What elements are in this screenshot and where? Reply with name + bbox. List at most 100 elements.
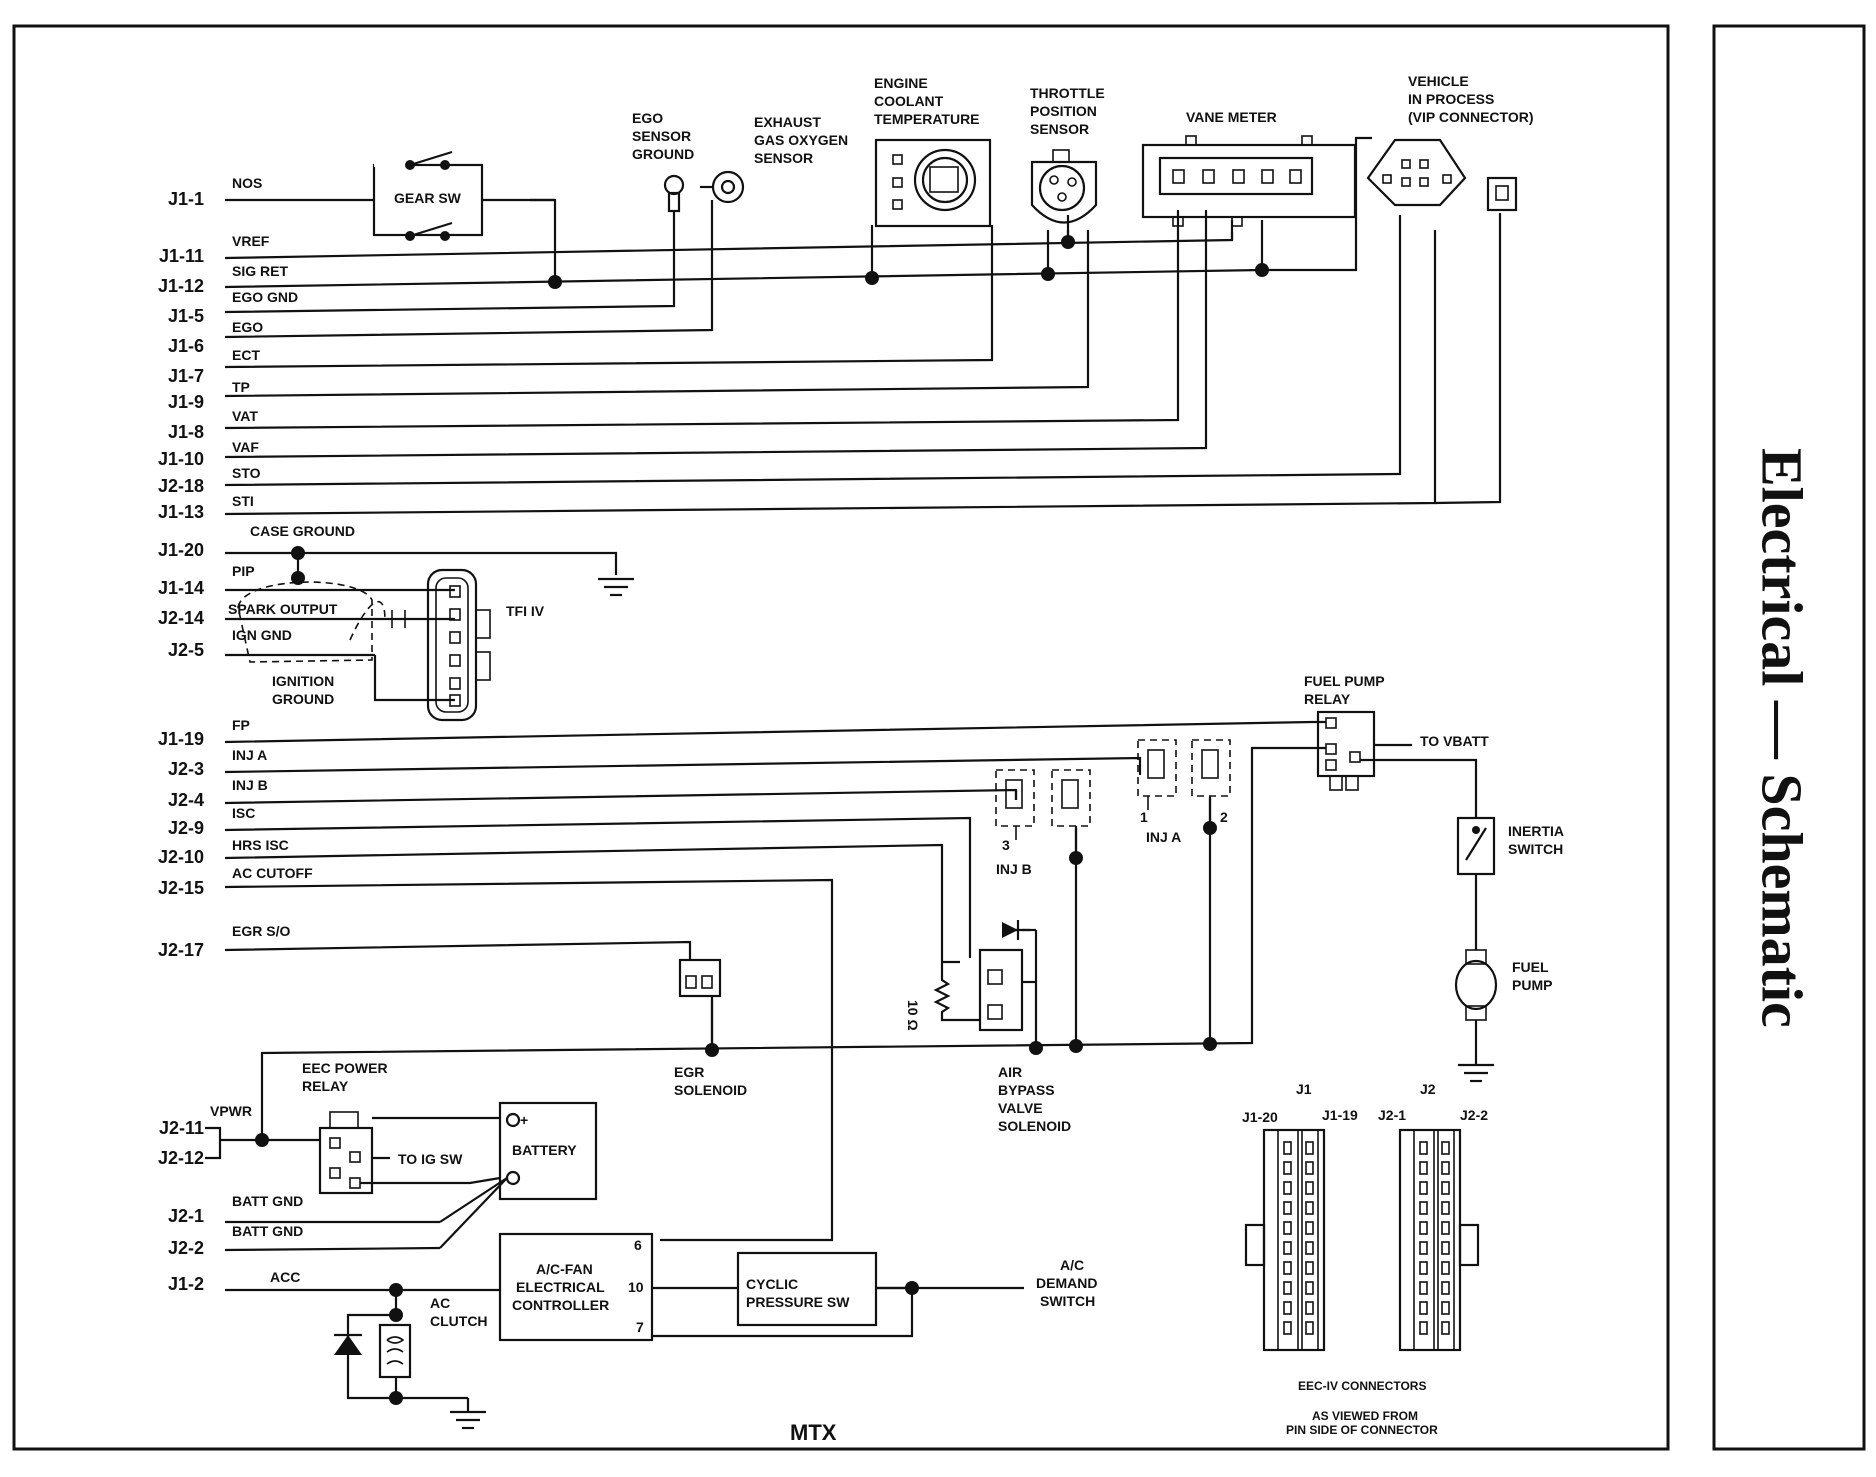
eec-connectors-label: EEC-IV CONNECTORS (1298, 1379, 1426, 1393)
inertia-switch (1456, 816, 1496, 950)
component-labels: GEAR SW EGO SENSOR GROUND EXHAUST GAS OX… (272, 73, 1564, 1445)
to-ig-sw-label: TO IG SW (398, 1151, 463, 1167)
egr-solenoid-label-2: SOLENOID (674, 1082, 747, 1098)
connector-pin (1441, 1221, 1450, 1235)
air-bypass-valve-solenoid (933, 920, 1038, 1032)
pin-label-j2-9: J2-9 (168, 818, 204, 838)
signal-label-j1-10: VAF (232, 439, 259, 455)
resistor-label: 10 Ω (905, 1000, 921, 1031)
pin-label-j2-4: J2-4 (168, 790, 204, 810)
signal-label-j1-11: VREF (232, 233, 270, 249)
exhaust-sensor-label-1: EXHAUST (754, 114, 821, 130)
connector-j1-19-label: J1-19 (1322, 1107, 1358, 1123)
side-title-text: Electrical — Schematic (1749, 448, 1815, 1028)
pin-label-j1-14: J1-14 (158, 578, 204, 598)
signal-label-j1-6: EGO (232, 319, 263, 335)
connector-pin (1441, 1201, 1450, 1215)
signal-label-j2-9: ISC (232, 805, 255, 821)
ignition-ground-label-2: GROUND (272, 691, 334, 707)
signal-label-j1-19: FP (232, 717, 250, 733)
acfan-pin-7: 7 (636, 1319, 644, 1335)
connector-pin (1419, 1201, 1428, 1215)
connector-pin (1283, 1241, 1292, 1255)
connector-pin (1283, 1141, 1292, 1155)
connector-j2-label: J2 (1420, 1081, 1436, 1097)
signal-label-j1-1: NOS (232, 175, 262, 191)
signal-label-j2-2: BATT GND (232, 1223, 303, 1239)
to-vbatt-label: TO VBATT (1420, 733, 1489, 749)
ego-sensor-ground (663, 174, 685, 213)
air-bypass-label-3: VALVE (998, 1100, 1043, 1116)
pin-label-j1-13: J1-13 (158, 502, 204, 522)
signal-label-j1-13: STI (232, 493, 254, 509)
air-bypass-label-1: AIR (998, 1064, 1022, 1080)
connector-pin (1419, 1241, 1428, 1255)
pin-label-j1-5: J1-5 (168, 306, 204, 326)
signal-label-j2-15: AC CUTOFF (232, 865, 313, 881)
connector-pin (1305, 1301, 1314, 1315)
coolant-label-1: ENGINE (874, 75, 928, 91)
eec-power-relay (255, 1111, 501, 1195)
acfan-label-2: ELECTRICAL (516, 1279, 605, 1295)
harness-wires (224, 136, 1502, 702)
connector-pin (1305, 1281, 1314, 1295)
exhaust-sensor-label-3: SENSOR (754, 150, 813, 166)
connector-pin (1419, 1281, 1428, 1295)
connector-pin (1283, 1161, 1292, 1175)
injector-b (995, 769, 1091, 858)
connector-pin (1305, 1321, 1314, 1335)
connector-pin (1283, 1181, 1292, 1195)
cyclic-pressure-switch (736, 1251, 1024, 1327)
vip-label-3: (VIP CONNECTOR) (1408, 109, 1534, 125)
pin-label-j1-9: J1-9 (168, 392, 204, 412)
connector-pin (1283, 1221, 1292, 1235)
battery-ground-wires (205, 1126, 441, 1252)
vip-label-2: IN PROCESS (1408, 91, 1494, 107)
pin-label-j2-5: J2-5 (168, 640, 204, 660)
pin-label-j2-11: J2-11 (159, 1118, 204, 1138)
pin-label-j1-20: J1-20 (158, 540, 204, 560)
pin-label-j2-1: J2-1 (168, 1206, 204, 1226)
pin-label-j2-14: J2-14 (158, 608, 204, 628)
pin-label-j1-8: J1-8 (168, 422, 204, 442)
pin-label-j1-2: J1-2 (168, 1274, 204, 1294)
eec-relay-label-2: RELAY (302, 1078, 349, 1094)
connector-pin (1441, 1301, 1450, 1315)
gear-sw-label: GEAR SW (394, 190, 462, 206)
vane-meter-label: VANE METER (1186, 109, 1277, 125)
throttle-label-1: THROTTLE (1030, 85, 1105, 101)
acfan-pin-6: 6 (634, 1237, 642, 1253)
connector-pin (1419, 1161, 1428, 1175)
ac-demand-label-1: A/C (1060, 1257, 1084, 1273)
connector-pin (1441, 1161, 1450, 1175)
ego-ground-label-3: GROUND (632, 146, 694, 162)
viewed-from-label-2: PIN SIDE OF CONNECTOR (1286, 1423, 1438, 1437)
connector-pin (1441, 1141, 1450, 1155)
acfan-label-1: A/C-FAN (536, 1261, 593, 1277)
signal-label-j2-1: BATT GND (232, 1193, 303, 1209)
connector-pin (1419, 1261, 1428, 1275)
pin-label-j2-15: J2-15 (158, 878, 204, 898)
pin-label-j2-18: J2-18 (158, 476, 204, 496)
fuel-pump-relay-label-2: RELAY (1304, 691, 1351, 707)
vip-label-1: VEHICLE (1408, 73, 1469, 89)
battery-label: BATTERY (512, 1142, 577, 1158)
signal-label-j1-12: SIG RET (232, 263, 288, 279)
fuel-pump-label-1: FUEL (1512, 959, 1549, 975)
connector-pin (1305, 1141, 1314, 1155)
ac-demand-label-2: DEMAND (1036, 1275, 1097, 1291)
exhaust-sensor-label-2: GAS OXYGEN (754, 132, 848, 148)
ac-clutch-label-1: AC (430, 1295, 450, 1311)
cyclic-label-1: CYCLIC (746, 1276, 798, 1292)
inertia-switch-label-2: SWITCH (1508, 841, 1563, 857)
connector-j2-2-label: J2-2 (1460, 1107, 1488, 1123)
throttle-label-3: SENSOR (1030, 121, 1089, 137)
connector-j2-1-label: J2-1 (1378, 1107, 1406, 1123)
egr-solenoid (678, 958, 722, 1050)
pin-label-j1-6: J1-6 (168, 336, 204, 356)
side-title: Electrical — Schematic (1712, 28, 1852, 1448)
signal-label-j1-5: EGO GND (232, 289, 298, 305)
